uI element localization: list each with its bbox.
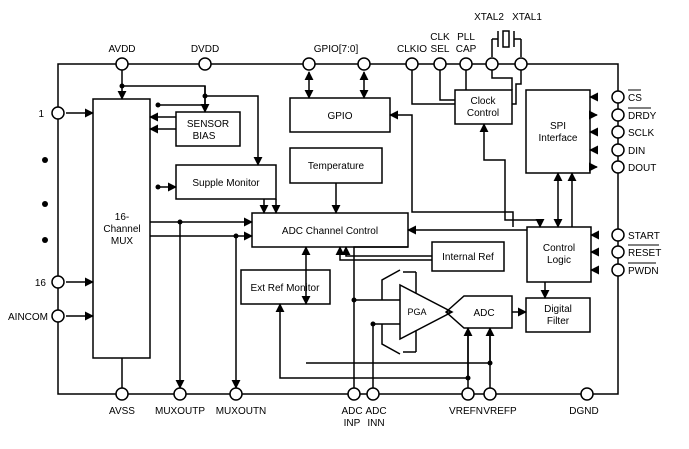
pin-dvdd <box>198 57 212 71</box>
pin-label-in-16: 16 <box>35 278 47 289</box>
pin-label-xtal1: XTAL1 <box>512 12 542 23</box>
pin-label-dvdd: DVDD <box>191 44 219 55</box>
supply-monitor-label: Supple Monitor <box>192 178 260 189</box>
pin-label-sclk: SCLK <box>628 128 654 139</box>
spi-label-2: Interface <box>539 133 578 144</box>
temperature-label: Temperature <box>308 161 365 172</box>
digital-filter-label-2: Filter <box>547 316 570 327</box>
pin-label-vrefn: VREFN <box>449 406 483 417</box>
internal-ref-label: Internal Ref <box>442 252 494 263</box>
pin-clksel <box>433 57 447 71</box>
pin-dgnd <box>580 387 594 401</box>
pin-dout <box>611 160 625 174</box>
pin-label-pllcap-2: CAP <box>456 44 477 55</box>
clock-control-label-1: Clock <box>470 96 496 107</box>
pga-label: PGA <box>407 307 426 317</box>
crystal-symbol <box>502 30 510 48</box>
pin-label-adcinn-2: INN <box>367 418 384 429</box>
pin-sclk <box>611 125 625 139</box>
pin-pllcap <box>459 57 473 71</box>
pin-aincom <box>51 309 65 323</box>
pin-xtal2 <box>485 57 499 71</box>
supply-monitor-block <box>175 164 277 200</box>
pin-avss <box>115 387 129 401</box>
pin-din <box>611 143 625 157</box>
gpio-label: GPIO <box>327 111 352 122</box>
pin-vrefn <box>461 387 475 401</box>
pin-label-start: START <box>628 231 660 242</box>
pga-amplifier <box>399 283 454 341</box>
pin-cs <box>611 90 625 104</box>
pin-label-cs: CS <box>628 93 642 104</box>
clock-control-label-2: Control <box>467 108 499 119</box>
pin-label-dout: DOUT <box>628 163 656 174</box>
ext-ref-monitor-label: Ext Ref Monitor <box>251 283 321 294</box>
pin-reset <box>611 245 625 259</box>
pin-muxoutp <box>173 387 187 401</box>
pin-start <box>611 228 625 242</box>
pin-in-1 <box>51 106 65 120</box>
pin-clkio <box>405 57 419 71</box>
spi-label-1: SPI <box>550 121 566 132</box>
adc-channel-control-label: ADC Channel Control <box>282 226 378 237</box>
pin-label-dgnd: DGND <box>569 406 598 417</box>
pin-vrefp <box>483 387 497 401</box>
mux-label-3: MUX <box>111 236 134 247</box>
pin-label-gpio: GPIO[7:0] <box>314 44 359 55</box>
pin-label-in-1: 1 <box>38 109 44 120</box>
pin-xtal1 <box>514 57 528 71</box>
pin-avdd <box>115 57 129 71</box>
sensor-bias-label-2: BIAS <box>193 131 216 142</box>
mux-label-1: 16- <box>115 212 129 223</box>
pin-drdy <box>611 108 625 122</box>
pin-label-adcinp-2: INP <box>344 418 361 429</box>
pin-label-muxoutn: MUXOUTN <box>216 406 267 417</box>
pin-label-adcinn-1: ADC <box>365 406 386 417</box>
sensor-bias-label-1: SENSOR <box>187 119 229 130</box>
pin-label-avss: AVSS <box>109 406 135 417</box>
pin-adcinp <box>347 387 361 401</box>
pin-label-pllcap-1: PLL <box>457 32 475 43</box>
mux-label-2: Channel <box>103 224 140 235</box>
control-logic-label-1: Control <box>543 243 575 254</box>
pin-label-muxoutp: MUXOUTP <box>155 406 205 417</box>
pin-label-xtal2: XTAL2 <box>474 12 504 23</box>
pin-adcinn <box>366 387 380 401</box>
pin-label-avdd: AVDD <box>108 44 135 55</box>
pin-pwdn <box>611 263 625 277</box>
ext-ref-monitor-block <box>240 269 331 305</box>
pin-label-drdy: DRDY <box>628 111 657 122</box>
pin-muxoutn <box>229 387 243 401</box>
pin-label-reset: RESET <box>628 248 661 259</box>
pin-gpio-a <box>302 57 316 71</box>
control-logic-label-2: Logic <box>547 255 571 266</box>
pin-label-din: DIN <box>628 146 645 157</box>
pin-label-pwdn: PWDN <box>628 266 659 277</box>
pin-label-clksel-2: SEL <box>431 44 450 55</box>
pin-label-clkio: CLKIO <box>397 44 427 55</box>
adc-label: ADC <box>473 308 494 319</box>
pin-gpio-b <box>357 57 371 71</box>
pin-label-clksel-1: CLK <box>430 32 450 43</box>
pin-in-16 <box>51 275 65 289</box>
pin-label-adcinp-1: ADC <box>341 406 362 417</box>
pin-label-vrefp: VREFP <box>483 406 517 417</box>
digital-filter-label-1: Digital <box>544 304 572 315</box>
pin-label-aincom: AINCOM <box>8 312 48 323</box>
